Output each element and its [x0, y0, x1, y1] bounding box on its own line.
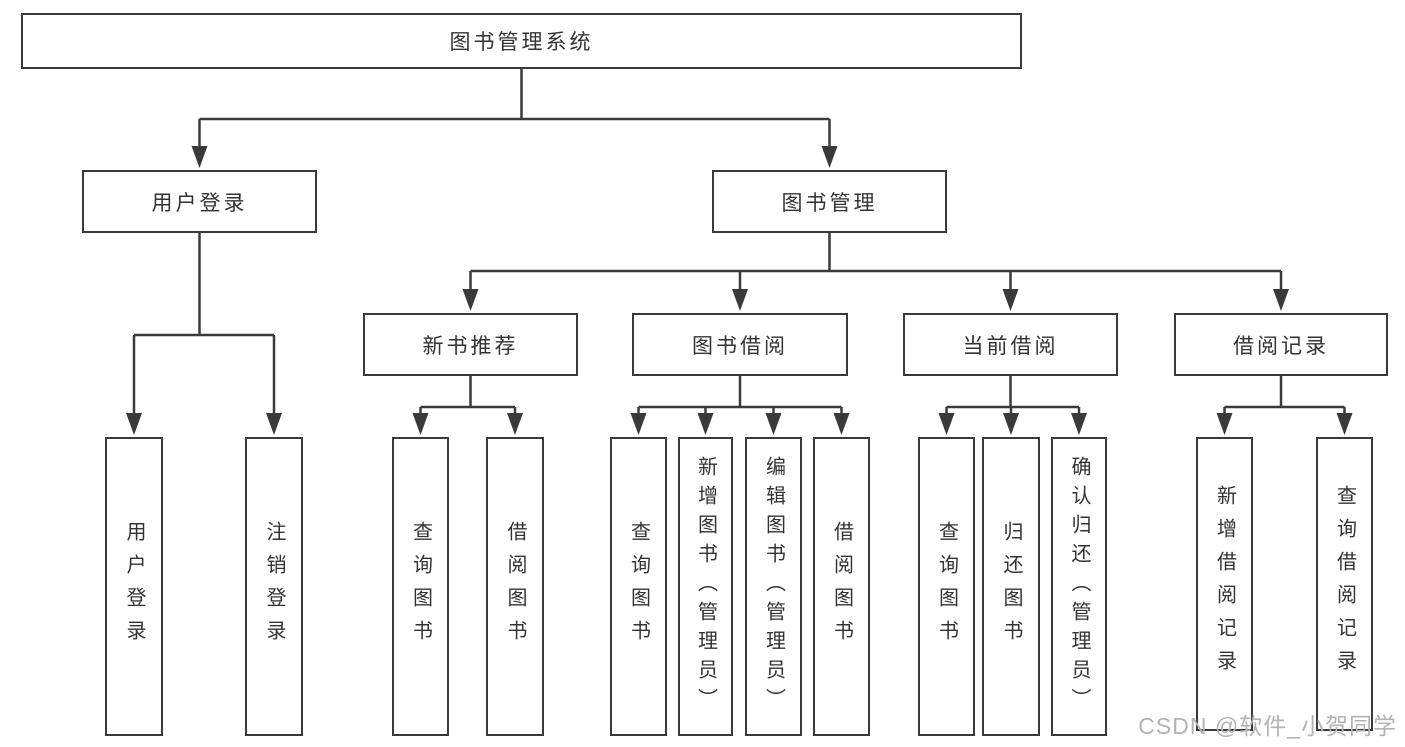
node-borrow-records: 借阅记录 [1174, 313, 1388, 376]
node-library-management-system: 图书管理系统 [21, 13, 1022, 69]
leaf-current-query-books: 查询图书 [918, 437, 975, 736]
csdn-watermark: CSDN @软件_小贺同学 [1138, 713, 1397, 739]
node-current-borrow: 当前借阅 [903, 313, 1118, 376]
leaf-user-login: 用户登录 [105, 437, 163, 736]
leaf-current-return-books: 归还图书 [982, 437, 1040, 736]
node-new-book-recommend: 新书推荐 [363, 313, 578, 376]
leaf-current-confirm-return-admin: 确认归还（管理员） [1051, 437, 1107, 736]
node-book-borrow: 图书借阅 [632, 313, 848, 376]
leaf-borrow-query-books: 查询图书 [610, 437, 667, 736]
leaf-logout: 注销登录 [245, 437, 303, 736]
leaf-records-add-borrow-record: 新增借阅记录 [1196, 437, 1253, 731]
leaf-newbook-borrow-books: 借阅图书 [486, 437, 544, 736]
leaf-newbook-query-books: 查询图书 [392, 437, 449, 736]
node-user-login: 用户登录 [82, 170, 317, 233]
node-book-management: 图书管理 [712, 170, 947, 233]
leaf-borrow-borrow-books: 借阅图书 [813, 437, 870, 736]
leaf-records-query-borrow-record: 查询借阅记录 [1316, 437, 1373, 731]
leaf-borrow-add-books-admin: 新增图书（管理员） [678, 437, 733, 736]
leaf-borrow-edit-books-admin: 编辑图书（管理员） [745, 437, 802, 736]
